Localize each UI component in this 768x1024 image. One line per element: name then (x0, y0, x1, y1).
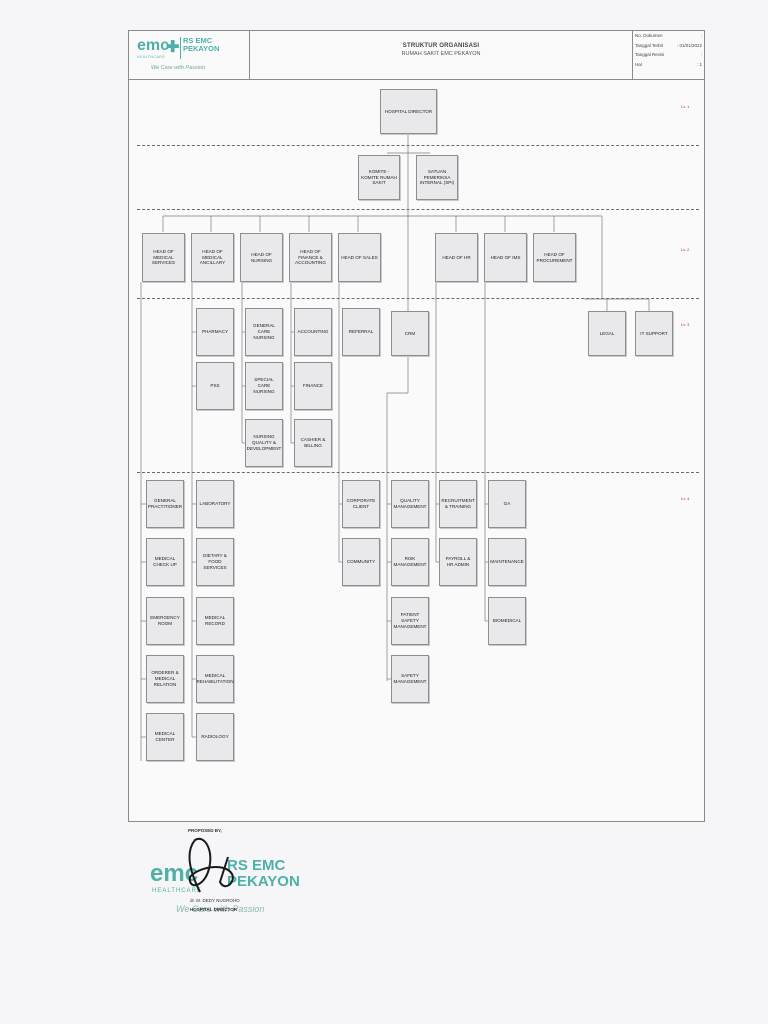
head-medical-ancillary-box: HEAD OF MEDICAL ANCILLARY (191, 233, 234, 282)
brand-name-line2: PEKAYON (183, 44, 220, 53)
head-medical-services-box: HEAD OF MEDICAL SERVICES (142, 233, 185, 282)
header-title-cell: STRUKTUR ORGANISASI RUMAH SAKIT EMC PEKA… (249, 31, 633, 79)
meta-row: No. Dokumen: (635, 33, 702, 39)
head-nursing-box: HEAD OF NURSING (240, 233, 283, 282)
nursing-quality-box: NURSING QUALITY & DEVELOPMENT (245, 419, 283, 467)
spi-box: SATUAN PEMERIKSA INTERNAL (SPI) (416, 155, 458, 200)
patient-safety-box: PATIENT SAFETY MANAGEMENT (391, 597, 429, 645)
laboratory-box: LABORATORY (196, 480, 234, 528)
cross-icon: ✚ (166, 39, 180, 56)
komite-box: KOMITE - KOMITE RUMAH SAKIT (358, 155, 400, 200)
brand-name-line1: RS EMC (183, 36, 213, 45)
level-separator (137, 472, 699, 473)
pss-box: PSS (196, 362, 234, 410)
header-divider (129, 79, 704, 80)
payroll-hr-admin-box: PAYROLL & HR ADMIN (439, 538, 477, 586)
level-label: Lv. 1 (681, 104, 690, 109)
finance-box: FINANCE (294, 362, 332, 410)
signer-name: dr. M. DEDY NUGROHO (190, 898, 240, 903)
connector-lines (140, 134, 650, 761)
head-hr-box: HEAD OF HR (435, 233, 478, 282)
quality-management-box: QUALITY MANAGEMENT (391, 480, 429, 528)
level-separator (137, 209, 699, 210)
maintenance-box: MAINTENANCE (488, 538, 526, 586)
org-chart-frame: emc ✚ HEALTHCARE RS EMC PEKAYON We Care … (128, 30, 705, 822)
meta-row: Tanggal Terbit: 01/01/2022 (635, 42, 702, 48)
risk-management-box: RISK MANAGEMENT (391, 538, 429, 586)
signature-icon (188, 837, 234, 893)
special-care-box: SPECIAL CARE NURSING (245, 362, 283, 410)
level-label: Lv. 2 (681, 247, 690, 252)
pharmacy-box: PHARMACY (196, 308, 234, 356)
head-procurement-box: HEAD OF PROCUREMENT (533, 233, 576, 282)
corporate-client-box: CORPORATE CLIENT (342, 480, 380, 528)
general-care-box: GENERAL CARE NURSING (245, 308, 283, 356)
medical-center-box: MEDICAL CENTER (146, 713, 184, 761)
level-separator (137, 298, 699, 299)
header-logo-cell: emc ✚ HEALTHCARE RS EMC PEKAYON We Care … (129, 31, 250, 79)
community-box: COMMUNITY (342, 538, 380, 586)
head-sales-box: HEAD OF SALES (338, 233, 381, 282)
chart-title: STRUKTUR ORGANISASI (402, 43, 480, 49)
footer-brand-line1: RS EMC (227, 857, 286, 874)
it-support-box: IT SUPPORT (635, 311, 673, 356)
tagline: We Care with Passion (151, 65, 206, 71)
logo-subtext: HEALTHCARE (137, 55, 166, 59)
footer-brand-line2: PEKAYON (227, 873, 300, 890)
cashier-billing-box: CASHIER & BILLING (294, 419, 332, 467)
referral-box: REFERRAL (342, 308, 380, 356)
crm-box: CRM (391, 311, 429, 356)
document-meta: No. Dokumen: Tanggal Terbit: 01/01/2022 … (632, 31, 704, 79)
accounting-box: ACCOUNTING (294, 308, 332, 356)
signer-title: HOSPITAL DIRECTOR (190, 907, 238, 912)
proposed-by-label: PROPOSED BY, (188, 828, 222, 833)
legal-box: LEGAL (588, 311, 626, 356)
dietary-food-box: DIETARY & FOOD SERVICES (196, 538, 234, 586)
logo-divider (180, 37, 181, 59)
biomedical-box: BIOMEDICAL (488, 597, 526, 645)
footer-logo-subtext: HEALTHCARE (152, 888, 202, 894)
level-label: Lv. 3 (681, 322, 690, 327)
emergency-room-box: EMERGENCY ROOM (146, 597, 184, 645)
level-label: Lv. 4 (681, 496, 690, 501)
orderer-medical-relation-box: ORDERER & MEDICAL RELATION (146, 655, 184, 703)
hospital-director-box: HOSPITAL DIRECTOR (380, 89, 437, 134)
chart-subtitle: RUMAH SAKIT EMC PEKAYON (401, 51, 481, 57)
meta-row: Tanggal Revisi: (635, 52, 702, 58)
head-finance-box: HEAD OF FINANCE & ACCOUNTING (289, 233, 332, 282)
meta-row: Hal: 1 (635, 61, 702, 67)
head-ims-box: HEAD OF IMS (484, 233, 527, 282)
emc-logo: emc (137, 37, 170, 54)
level-separator (137, 145, 699, 146)
ga-box: GA (488, 480, 526, 528)
safety-management-box: SAFETY MANAGEMENT (391, 655, 429, 703)
footer-tagline: We Care with Passion (176, 904, 265, 914)
medical-check-up-box: MEDICAL CHECK UP (146, 538, 184, 586)
general-practitioner-box: GENERAL PRACTITIONER (146, 480, 184, 528)
medical-rehabilitation-box: MEDICAL REHABILITATION (196, 655, 234, 703)
recruitment-training-box: RECRUITMENT & TRAINING (439, 480, 477, 528)
radiology-box: RADIOLOGY (196, 713, 234, 761)
medical-record-box: MEDICAL RECORD (196, 597, 234, 645)
